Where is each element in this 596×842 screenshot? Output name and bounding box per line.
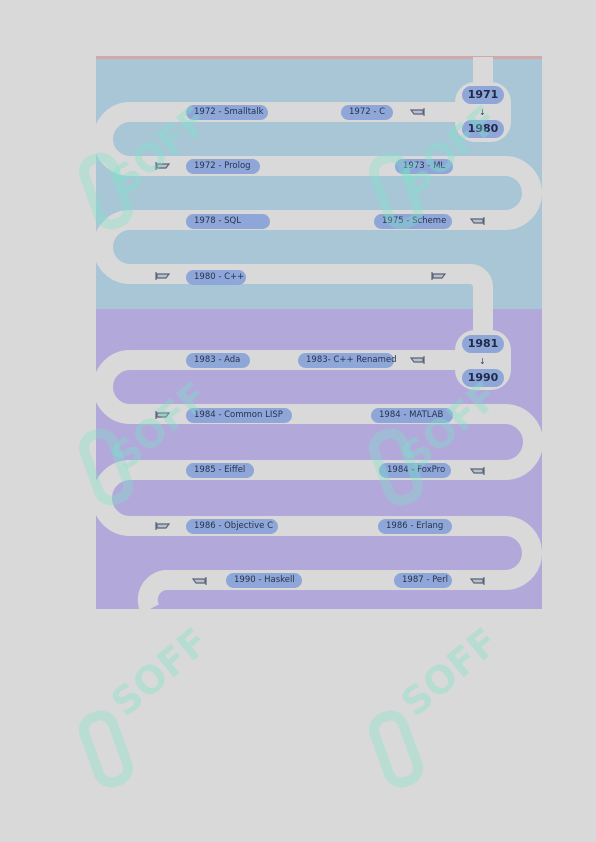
flag-icon [155, 522, 170, 530]
milestone-matlab: 1984 - MATLAB [371, 408, 453, 423]
milestone-smalltalk: 1972 - Smalltalk [186, 105, 268, 120]
era-1-end-year: 1980 [462, 120, 504, 138]
flag-icon [155, 162, 170, 170]
era-2-end-year: 1990 [462, 369, 504, 387]
era-2-start-year: 1981 [462, 335, 504, 353]
milestone-cpp: 1980 - C++ [186, 270, 246, 285]
milestone-perl: 1987 - Perl [394, 573, 452, 588]
down-arrow-icon: ↓ [479, 357, 486, 366]
road-segment-bottom [92, 309, 543, 614]
milestone-objective-c: 1986 - Objective C [186, 519, 278, 534]
flag-icon [470, 467, 485, 475]
flag-icon [410, 356, 425, 364]
road-segment-top [93, 57, 542, 309]
milestone-c: 1972 - C [341, 105, 393, 120]
milestone-scheme: 1975 - Scheme [374, 214, 452, 229]
milestone-ml: 1973 - ML [395, 159, 453, 174]
flag-icon [155, 272, 170, 280]
milestone-foxpro: 1984 - FoxPro [379, 463, 451, 478]
flag-icon [192, 577, 207, 585]
flag-icon [470, 217, 485, 225]
milestone-prolog: 1972 - Prolog [186, 159, 260, 174]
flag-icon [470, 577, 485, 585]
milestone-eiffel: 1985 - Eiffel [186, 463, 254, 478]
flag-icon [410, 108, 425, 116]
flag-icon [431, 272, 446, 280]
milestone-haskell: 1990 - Haskell [226, 573, 302, 588]
down-arrow-icon: ↓ [479, 108, 486, 117]
era-1-start-year: 1971 [462, 86, 504, 104]
milestone-common-lisp: 1984 - Common LISP [186, 408, 292, 423]
flag-icon [155, 411, 170, 419]
milestone-erlang: 1986 - Erlang [378, 519, 452, 534]
panel-top-edge [96, 56, 542, 59]
milestone-sql: 1978 - SQL [186, 214, 270, 229]
milestone-cpp-renamed: 1983- C++ Renamed [298, 353, 397, 368]
milestone-ada: 1983 - Ada [186, 353, 250, 368]
